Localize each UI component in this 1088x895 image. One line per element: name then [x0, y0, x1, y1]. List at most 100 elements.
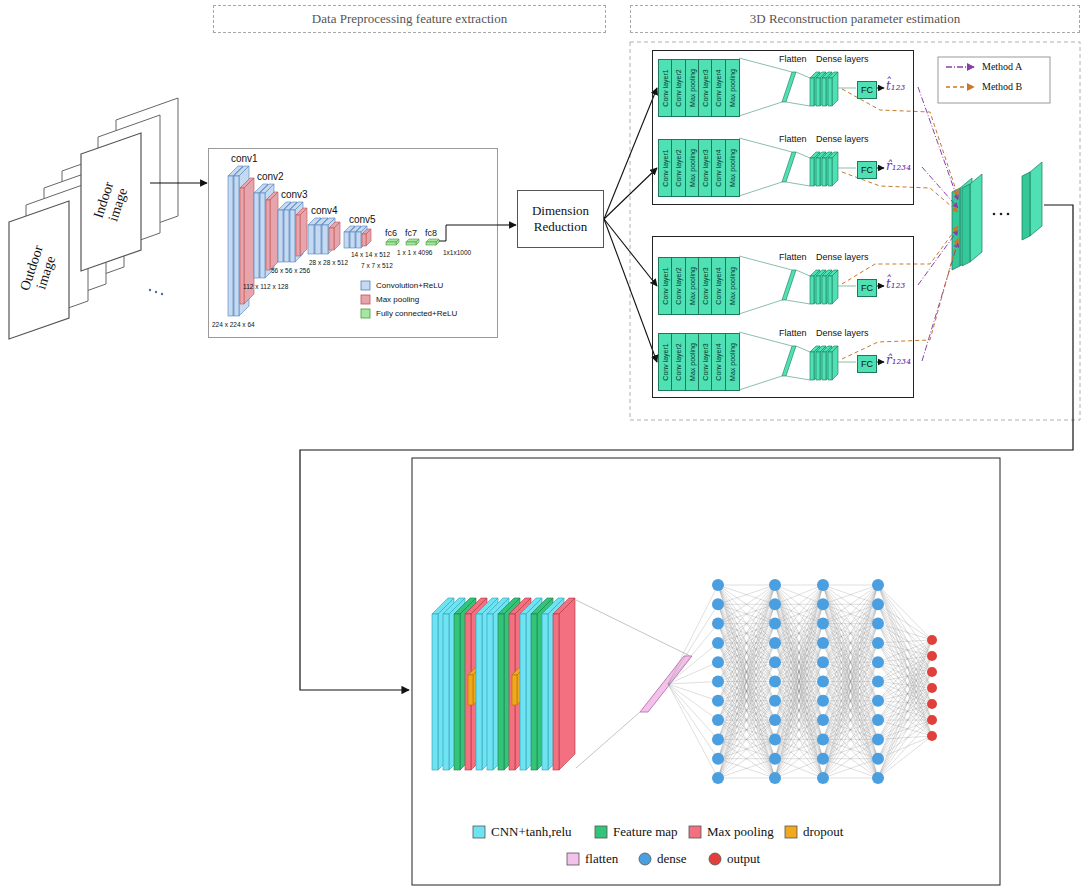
layer-label: 14 x 14 x 512 [351, 251, 390, 258]
legend-text: Fully connected+ReLU [376, 309, 457, 318]
legend-text: Max pooling [707, 824, 774, 840]
layer-label: conv4 [311, 205, 338, 217]
output-symbol: r̂₁₂₃₄ [886, 159, 911, 173]
layer-column: Conv layer4 [712, 140, 725, 196]
conv-stack: Conv layer1Conv layer2 Max pooling Conv la… [658, 139, 740, 197]
legend-item: Feature map [594, 824, 678, 840]
dense-slab [828, 152, 838, 186]
legend-swatch [784, 825, 798, 839]
branch-panel: FlattenDense layersFlattenDense layersCo… [652, 236, 914, 398]
section-header: 3D Reconstruction parameter estimation [630, 5, 1080, 33]
layer-column: Max pooling [686, 258, 699, 314]
layer-column: Conv layer2 [672, 60, 685, 116]
fc-box: FC [857, 355, 877, 373]
layer-label: fc6 [385, 228, 397, 238]
layer-name: Conv layer3 [702, 149, 709, 186]
layer-name: Max pooling [729, 267, 736, 305]
layer-block [362, 229, 371, 246]
layer-label: 1x1x1000 [443, 249, 471, 256]
detail-panel [412, 458, 1000, 885]
fc-box-text: FC [861, 359, 873, 369]
legend-text: flatten [585, 851, 618, 867]
legend-swatch [361, 281, 370, 290]
layer-block [426, 239, 439, 245]
legend-text: dropout [803, 824, 843, 840]
legend-item: dropout [784, 824, 843, 840]
legend-text: Method A [982, 61, 1022, 72]
legend-text: Method B [982, 81, 1022, 92]
arrow-connector [604, 88, 657, 219]
layer-label: Dense layers [816, 328, 869, 338]
legend-swatch [785, 826, 797, 838]
layer-block [386, 239, 399, 245]
layer-column: Max pooling [686, 334, 699, 390]
branch-illustration [739, 138, 884, 196]
layer-label: 28 x 28 x 512 [309, 259, 348, 266]
layer-name: Conv layer2 [675, 343, 682, 380]
layer-name: Max pooling [729, 149, 736, 187]
layer-label: Dense layers [816, 54, 869, 64]
method-lines [842, 87, 958, 361]
layer-name: Conv layer1 [662, 267, 669, 304]
layer-label: Flatten [779, 328, 807, 338]
fc-box: FC [857, 161, 877, 179]
layer-column: Max pooling [726, 334, 739, 390]
legend-swatch [473, 826, 485, 838]
output-symbol: r̂₁₂₃₄ [886, 353, 911, 367]
fc-box: FC [857, 279, 877, 297]
layer-name: Max pooling [688, 149, 695, 187]
legend-swatch [567, 853, 579, 865]
output-symbol: t̂₁₂₃ [886, 79, 905, 93]
legend-swatch [566, 852, 580, 866]
legend-item: Convolution+ReLU [360, 280, 443, 291]
fc-box: FC [857, 81, 877, 99]
image-card: Indoor image [80, 132, 142, 272]
region-frame [630, 42, 1080, 420]
layer-label: 56 x 56 x 256 [271, 267, 310, 274]
arrow-connector [150, 182, 207, 183]
layer-column: Max pooling [726, 60, 739, 116]
legend-line [945, 82, 977, 92]
conv-stack: Conv layer1Conv layer2Max poolingConv la… [658, 257, 740, 315]
layer-block [322, 218, 335, 254]
layer-block [296, 208, 307, 256]
legend-swatch [361, 295, 370, 304]
layer-name: Max pooling [729, 69, 736, 107]
layer-label: fc8 [425, 228, 437, 238]
layer-column: Conv layer3 [699, 258, 712, 314]
legend-item: Fully connected+ReLU [360, 308, 457, 319]
network-illustration [432, 579, 937, 784]
layer-label: Flatten [779, 54, 807, 64]
layer-label: conv3 [281, 189, 308, 201]
layer-name: Conv layer3 [702, 267, 709, 304]
arrow-connector [604, 219, 657, 362]
layer-name: Conv layer1 [662, 69, 669, 106]
layer-label: fc7 [405, 228, 417, 238]
layer-block [266, 192, 278, 270]
layer-name: Conv layer2 [675, 69, 682, 106]
layer-column: Conv layer1 [659, 140, 672, 196]
legend-text: Convolution+ReLU [376, 281, 443, 290]
fc-box-text: FC [861, 85, 873, 95]
legend-swatch [360, 294, 371, 305]
layer-name: Conv layer3 [702, 69, 709, 106]
layer-block [228, 166, 243, 316]
legend-item: Max pooling [360, 294, 419, 305]
branch-illustration [739, 58, 884, 116]
layer-name: Conv layer2 [675, 267, 682, 304]
legend-swatch [708, 852, 722, 866]
legend-item: Method A [945, 61, 1022, 72]
layer-name: Conv layer2 [675, 149, 682, 186]
section-header-text: 3D Reconstruction parameter estimation [750, 11, 960, 27]
layer-label: 112 x 112 x 128 [243, 283, 288, 290]
legend-swatch [361, 309, 370, 318]
layer-column: Conv layer3 [699, 60, 712, 116]
legend-text: dense [657, 851, 687, 867]
layer-name: Conv layer4 [715, 343, 722, 380]
layer-name: Max pooling [729, 343, 736, 381]
layer-block [329, 222, 340, 250]
layer-block [406, 239, 419, 245]
conv-stack: Conv layer1 Conv layer2 Max pooling Conv la… [658, 59, 740, 117]
